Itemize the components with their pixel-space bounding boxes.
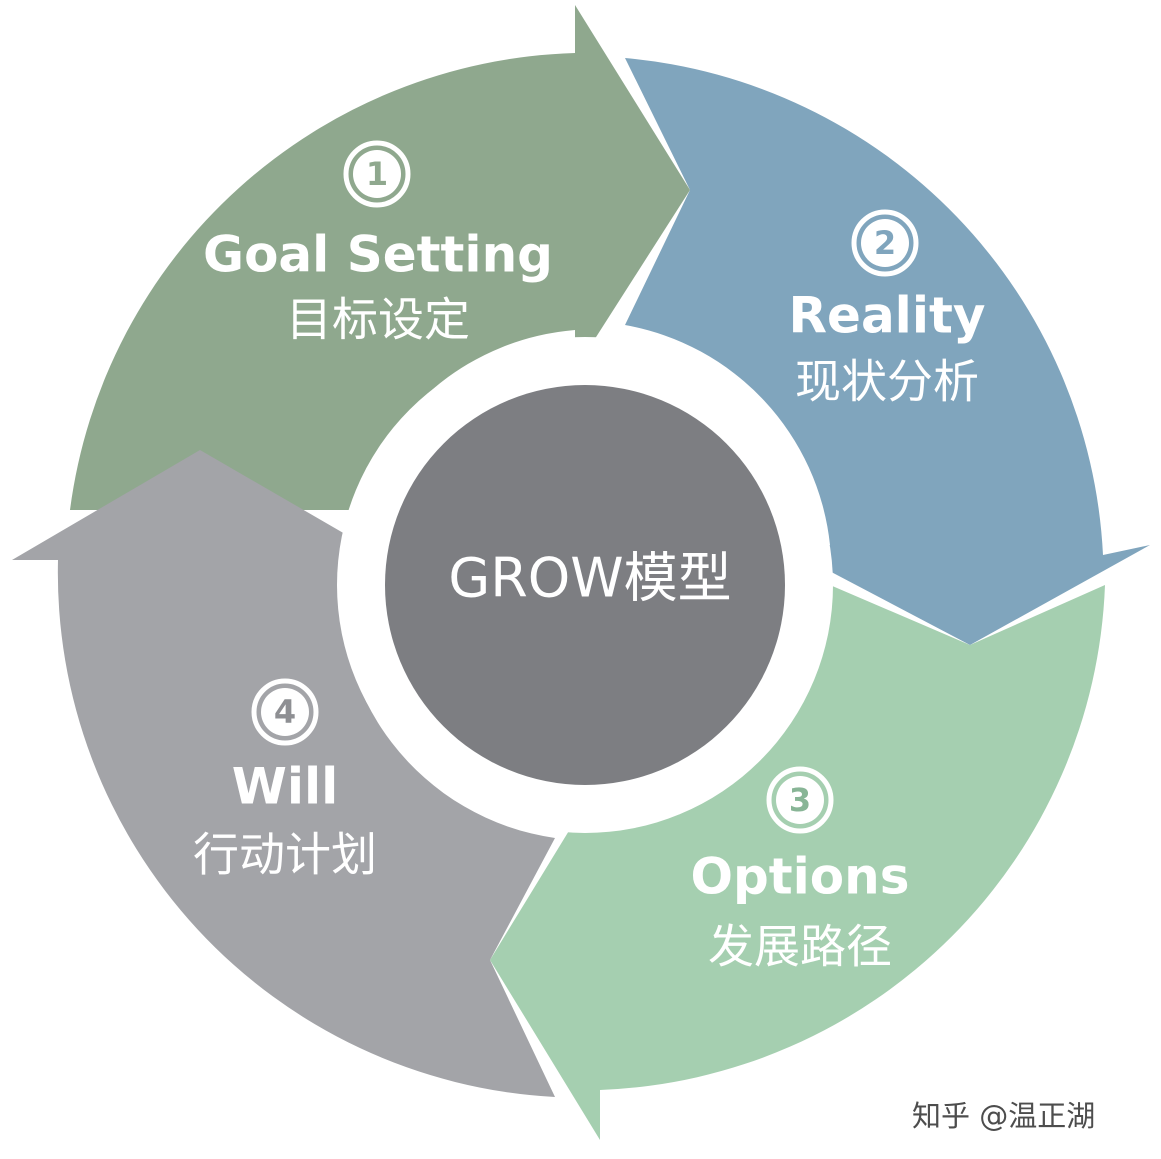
will-subtitle: 行动计划 [193, 828, 377, 882]
options-number-badge: 3 [766, 766, 834, 834]
goal-number-badge: 1 [343, 140, 411, 208]
reality-arrow [625, 58, 1150, 645]
goal-number: 1 [366, 155, 388, 193]
center-label: GROW模型 [448, 547, 731, 610]
goal-setting-arrow [70, 5, 690, 510]
will-title: Will [232, 758, 339, 816]
center-circle [385, 385, 785, 785]
options-number: 3 [789, 781, 811, 819]
options-title: Options [690, 848, 909, 906]
options-arrow [490, 585, 1105, 1140]
watermark-text: 知乎 @温正湖 [912, 1099, 1096, 1133]
will-number: 4 [274, 693, 296, 731]
goal-title: Goal Setting [203, 226, 553, 284]
reality-title: Reality [789, 287, 986, 345]
reality-number-badge: 2 [851, 209, 919, 277]
will-arrow [12, 450, 555, 1097]
will-number-badge: 4 [251, 678, 319, 746]
options-subtitle: 发展路径 [708, 920, 892, 974]
reality-number: 2 [874, 224, 896, 262]
reality-subtitle: 现状分析 [795, 355, 979, 409]
goal-subtitle: 目标设定 [286, 293, 470, 347]
